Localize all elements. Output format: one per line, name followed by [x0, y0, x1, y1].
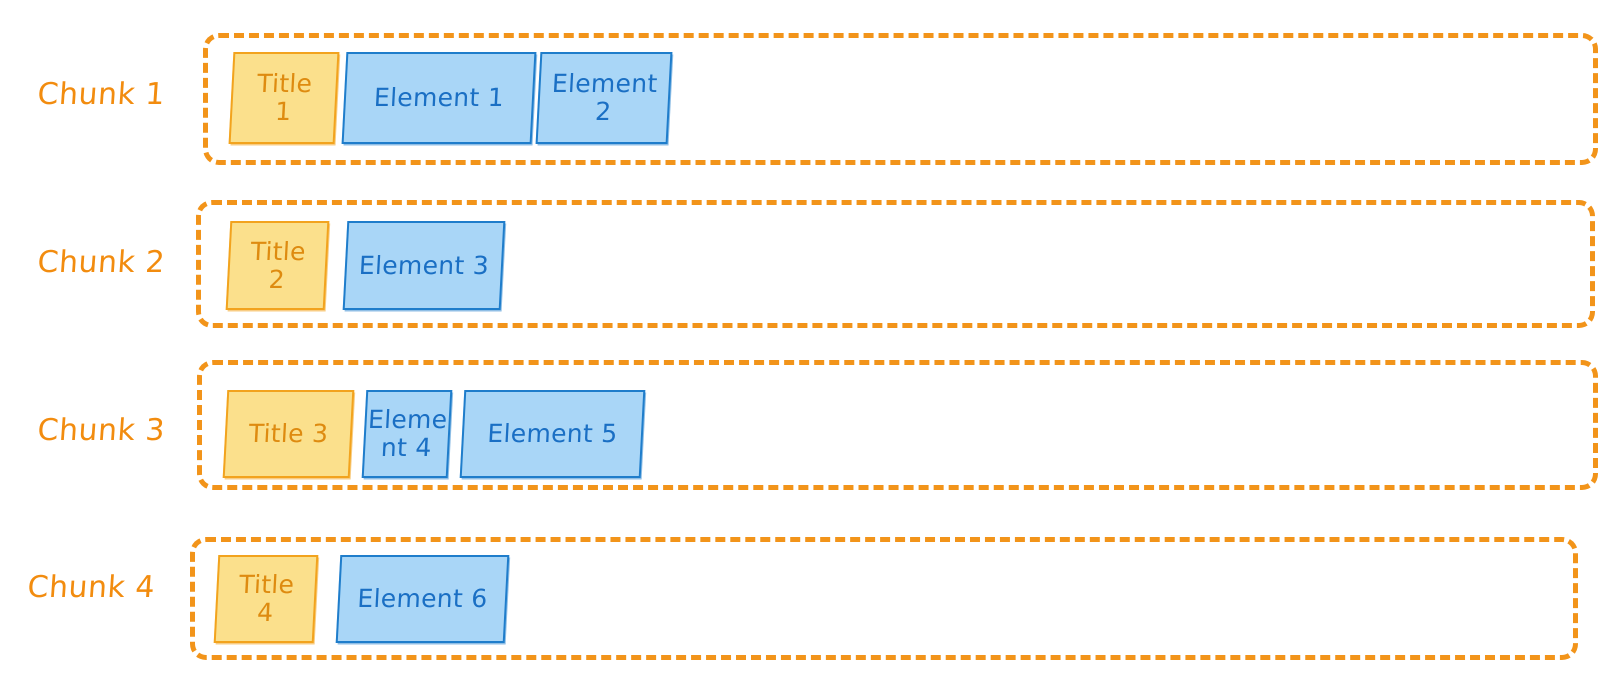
node-title-2[interactable]: Title 2	[225, 221, 330, 310]
node-element-1[interactable]: Element 1	[341, 52, 537, 144]
node-element-4[interactable]: Eleme nt 4	[361, 390, 453, 478]
chunk-container-1[interactable]	[203, 33, 1598, 165]
chunk-container-4[interactable]	[190, 537, 1578, 660]
chunk-label-2: Chunk 2	[36, 245, 167, 280]
chunk-container-2[interactable]	[196, 200, 1595, 328]
node-title-3[interactable]: Title 3	[222, 390, 355, 478]
node-title-1[interactable]: Title 1	[228, 52, 340, 144]
node-element-5[interactable]: Element 5	[459, 390, 646, 478]
node-title-4[interactable]: Title 4	[213, 555, 319, 643]
node-element-2[interactable]: Element 2	[535, 52, 673, 144]
chunk-label-1: Chunk 1	[36, 77, 167, 112]
chunk-label-3: Chunk 3	[36, 413, 167, 448]
chunk-label-4: Chunk 4	[26, 570, 157, 605]
node-element-6[interactable]: Element 6	[335, 555, 510, 643]
node-element-3[interactable]: Element 3	[342, 221, 506, 310]
chunk-container-3[interactable]	[197, 360, 1598, 490]
